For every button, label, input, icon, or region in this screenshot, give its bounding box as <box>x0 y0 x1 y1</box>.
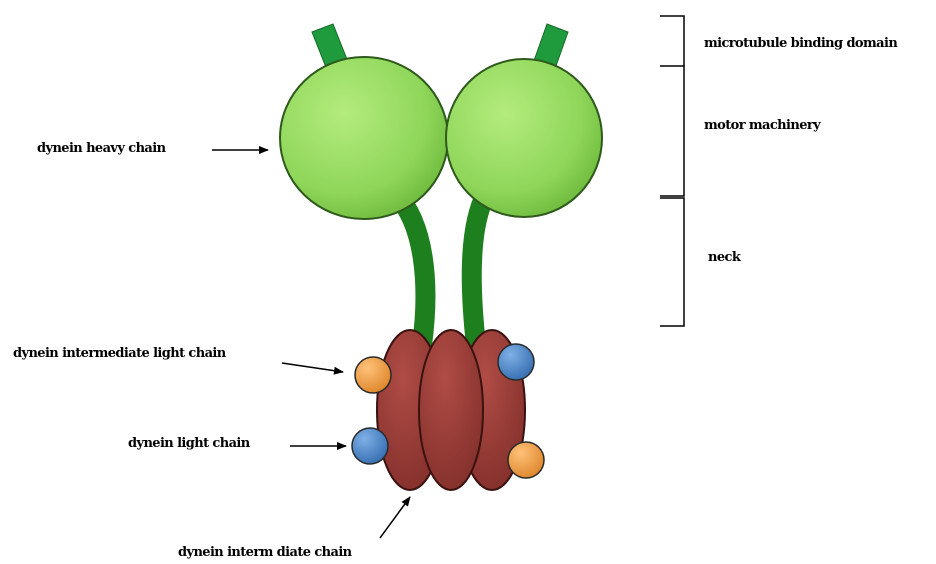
intermediate-light-chain-right <box>508 442 544 478</box>
light-chain-label: dynein light chain <box>128 436 250 451</box>
intermediate-chain-center <box>419 330 483 490</box>
right-motor-head <box>446 59 602 217</box>
microtubule-binding-domain-bracket <box>660 16 684 66</box>
motor-machinery-bracket <box>660 66 684 196</box>
neck-bracket <box>660 198 684 326</box>
intermediate-light-chain-arrow <box>282 363 343 372</box>
motor-machinery-label: motor machinery <box>704 118 820 133</box>
heavy-chain-label: dynein heavy chain <box>37 141 165 156</box>
light-chain-right <box>498 344 534 380</box>
light-chain-left <box>352 428 388 464</box>
left-neck <box>396 194 425 345</box>
intermediate-light-chain-left <box>355 357 391 393</box>
neck-label: neck <box>708 250 740 265</box>
microtubule-binding-domain-label: microtubule binding domain <box>704 36 897 51</box>
right-neck <box>472 194 486 345</box>
intermediate-chain-label: dynein interm diate chain <box>178 545 352 560</box>
left-motor-head <box>280 57 448 219</box>
intermediate-light-chain-label: dynein intermediate light chain <box>13 346 226 361</box>
intermediate-chain-arrow <box>380 497 410 538</box>
